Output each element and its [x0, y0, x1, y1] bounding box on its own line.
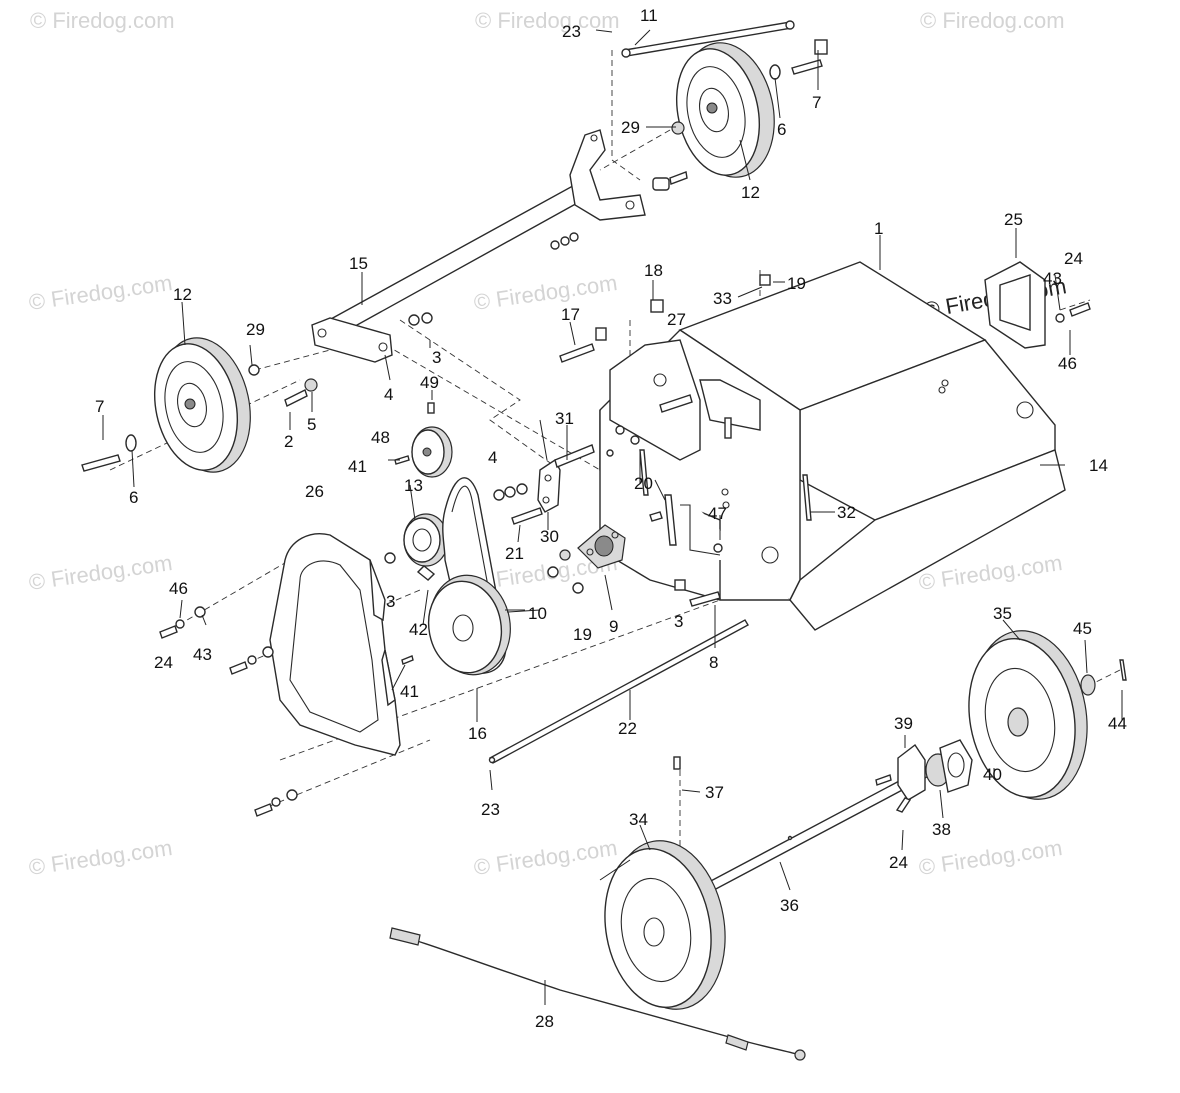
callout-45: 45: [1073, 619, 1092, 638]
watermark-text: © Firedog.com: [27, 835, 174, 880]
callout-19: 19: [787, 274, 806, 293]
callout-3: 3: [386, 592, 395, 611]
callout-46: 46: [1058, 354, 1077, 373]
idler-pulley-48: [394, 402, 453, 478]
watermark-text: © Firedog.com: [472, 270, 619, 315]
callout-16: 16: [468, 724, 487, 743]
callout-38: 38: [932, 820, 951, 839]
control-cable-28: [389, 927, 806, 1061]
watermark-text: © Firedog.com: [472, 835, 619, 880]
long-rod-22: [488, 619, 749, 764]
belt-cover-26: [269, 533, 401, 756]
callout-23: 23: [481, 800, 500, 819]
callout-25: 25: [1004, 210, 1023, 229]
callout-43: 43: [1043, 269, 1062, 288]
rear-axle-assembly: [311, 129, 688, 363]
watermark-text: © Firedog.com: [920, 8, 1065, 33]
callout-33: 33: [713, 289, 732, 308]
callout-21: 21: [505, 544, 524, 563]
drive-pulley-16: [416, 565, 511, 676]
callout-40: 40: [983, 765, 1002, 784]
callout-9: 9: [609, 617, 618, 636]
callout-7: 7: [95, 397, 104, 416]
side-bracket: [984, 261, 1091, 349]
callout-19: 19: [573, 625, 592, 644]
bearing-assembly: [875, 739, 995, 813]
callout-34: 34: [629, 810, 648, 829]
callout-29: 29: [621, 118, 640, 137]
callout-13: 13: [404, 476, 423, 495]
callout-5: 5: [307, 415, 316, 434]
callout-12: 12: [173, 285, 192, 304]
callout-24: 24: [1064, 249, 1083, 268]
bearing-flange-9: [577, 524, 626, 569]
callout-10: 10: [528, 604, 547, 623]
callout-46: 46: [169, 579, 188, 598]
callout-39: 39: [894, 714, 913, 733]
chassis-frame: [599, 261, 1066, 631]
callout-29: 29: [246, 320, 265, 339]
callout-3: 3: [432, 348, 441, 367]
watermark-text: © Firedog.com: [475, 8, 620, 33]
top-link-rod: [621, 20, 795, 58]
callout-24: 24: [889, 853, 908, 872]
callout-11: 11: [640, 6, 658, 25]
cover-hardware: [159, 552, 414, 817]
callout-3: 3: [674, 612, 683, 631]
watermark-text: © Firedog.com: [27, 550, 174, 595]
callout-14: 14: [1089, 456, 1108, 475]
callout-12: 12: [741, 183, 760, 202]
callout-7: 7: [812, 93, 821, 112]
watermark-text: © Firedog.com: [30, 8, 175, 33]
leader-lines: [102, 29, 1123, 1005]
callout-42: 42: [409, 620, 428, 639]
callout-44: 44: [1108, 714, 1127, 733]
callout-15: 15: [349, 254, 368, 273]
side-hardware: [606, 425, 723, 607]
top-wheel-hardware: [671, 39, 828, 135]
callout-6: 6: [129, 488, 138, 507]
callout-41: 41: [348, 457, 367, 476]
rear-wheel-left: [81, 337, 260, 473]
chassis-hardware: [284, 274, 812, 521]
callout-27: 27: [667, 310, 686, 329]
callout-4: 4: [488, 448, 497, 467]
callout-37: 37: [705, 783, 724, 802]
callout-2: 2: [284, 432, 293, 451]
callout-22: 22: [618, 719, 637, 738]
callout-26: 26: [305, 482, 324, 501]
callout-35: 35: [993, 604, 1012, 623]
callout-28: 28: [535, 1012, 554, 1031]
callout-1: 1: [874, 219, 883, 238]
lever-plate-30: [537, 444, 595, 513]
callout-18: 18: [644, 261, 663, 280]
callout-24: 24: [154, 653, 173, 672]
callout-6: 6: [777, 120, 786, 139]
callout-23: 23: [562, 22, 581, 41]
front-wheel-34: [604, 756, 726, 1010]
callout-labels: 1 2 3 3 3 4 4 5 6 6 7 7 8 9 10 11 12 12 …: [95, 6, 1127, 1031]
callout-20: 20: [634, 474, 653, 493]
callout-49: 49: [420, 373, 439, 392]
callout-31: 31: [555, 409, 574, 428]
callout-32: 32: [837, 503, 856, 522]
callout-4: 4: [384, 385, 393, 404]
watermark-text: © Firedog.com: [917, 835, 1064, 880]
watermark-text: © Firedog.com: [27, 270, 174, 315]
callout-47: 47: [708, 504, 727, 523]
callout-41: 41: [400, 682, 419, 701]
callout-17: 17: [561, 305, 580, 324]
rear-wheel-right: [675, 42, 775, 178]
callout-48: 48: [371, 428, 390, 447]
callout-36: 36: [780, 896, 799, 915]
callout-8: 8: [709, 653, 718, 672]
front-wheel-35: [968, 630, 1127, 800]
callout-30: 30: [540, 527, 559, 546]
washer-stack: [493, 483, 584, 594]
callout-43: 43: [193, 645, 212, 664]
